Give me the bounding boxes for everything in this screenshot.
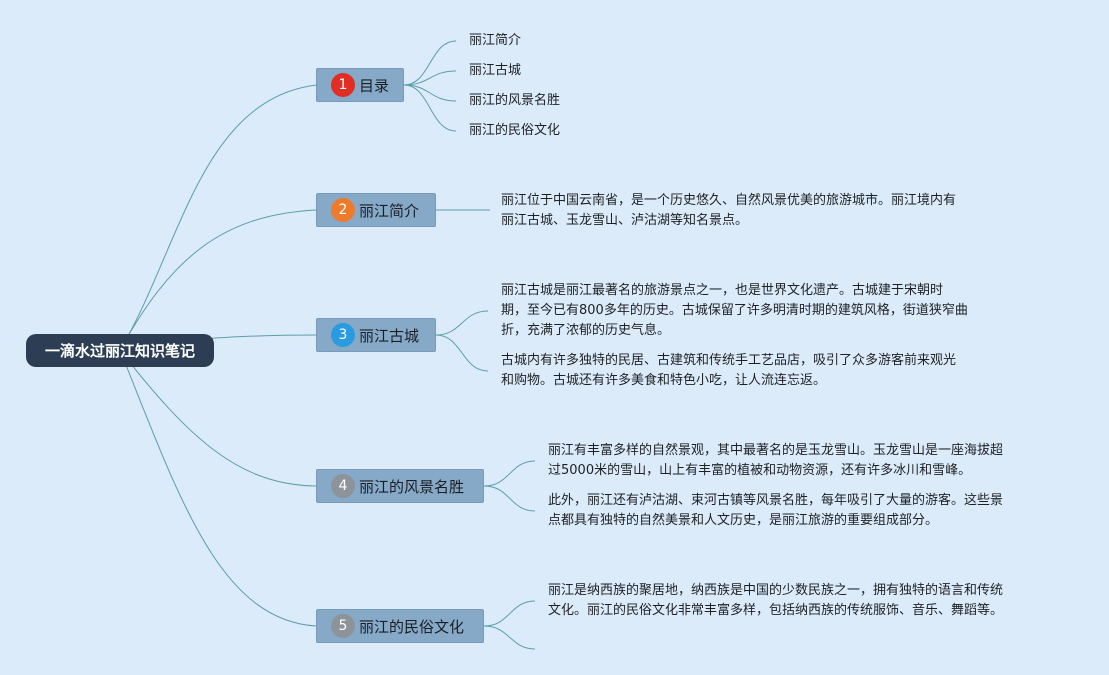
- branch-toc-label: 目录: [359, 76, 390, 95]
- toc-item-folk-culture[interactable]: 丽江的民俗文化: [469, 123, 561, 138]
- link-b5-p1: [483, 600, 536, 627]
- link-b1-l1: [403, 40, 457, 86]
- old-town-p2-line-1: 古城内有许多独特的民居、古建筑和传统手工艺品店，吸引了众多游客前来观光: [501, 353, 957, 368]
- branch-toc[interactable]: 1 目录: [316, 68, 404, 102]
- branch-folk-culture-label: 丽江的民俗文化: [359, 617, 465, 636]
- link-b3-p2: [435, 334, 489, 372]
- old-town-p1-line-3: 折，充满了浓郁的历史气息。: [501, 323, 671, 338]
- toc-item-intro[interactable]: 丽江简介: [469, 33, 522, 48]
- old-town-paragraph-1[interactable]: 丽江古城是丽江最著名的旅游景点之一，也是世界文化遗产。古城建于宋朝时 期，至今已…: [501, 281, 968, 341]
- branch-intro-label: 丽江简介: [359, 201, 420, 220]
- old-town-p2-line-2: 和购物。古城还有许多美食和特色小吃，让人流连忘返。: [501, 373, 827, 388]
- link-b4-p1: [483, 460, 536, 487]
- toc-item-scenery[interactable]: 丽江的风景名胜: [469, 93, 561, 108]
- number-badge-4: 4: [331, 474, 355, 498]
- scenery-p2-line-1: 此外，丽江还有泸沽湖、束河古镇等风景名胜，每年吸引了大量的游客。这些景: [548, 493, 1004, 508]
- link-root-b1: [119, 84, 317, 351]
- scenery-paragraph-2[interactable]: 此外，丽江还有泸沽湖、束河古镇等风景名胜，每年吸引了大量的游客。这些景 点都具有…: [548, 491, 1003, 531]
- link-b1-l4: [403, 84, 457, 132]
- link-b4-p2: [483, 485, 536, 512]
- number-badge-1: 1: [331, 73, 355, 97]
- link-b1-l2: [403, 70, 457, 86]
- intro-line-1: 丽江位于中国云南省，是一个历史悠久、自然风景优美的旅游城市。丽江境内有: [501, 193, 957, 208]
- branch-old-town-label: 丽江古城: [359, 326, 420, 345]
- number-badge-3: 3: [331, 323, 355, 347]
- branch-folk-culture[interactable]: 5 丽江的民俗文化: [316, 609, 484, 643]
- folk-culture-line-1: 丽江是纳西族的聚居地，纳西族是中国的少数民族之一，拥有独特的语言和传统: [548, 583, 1004, 598]
- intro-line-2: 丽江古城、玉龙雪山、泸沽湖等知名景点。: [501, 213, 749, 228]
- old-town-p1-line-1: 丽江古城是丽江最著名的旅游景点之一，也是世界文化遗产。古城建于宋朝时: [501, 283, 944, 298]
- branch-intro[interactable]: 2 丽江简介: [316, 193, 436, 227]
- scenery-p1-line-2: 过5000米的雪山，山上有丰富的植被和动物资源，还有许多冰川和雪峰。: [548, 463, 972, 478]
- folk-culture-line-2: 文化。丽江的民俗文化非常丰富多样，包括纳西族的传统服饰、音乐、舞蹈等。: [548, 603, 1004, 618]
- intro-paragraph[interactable]: 丽江位于中国云南省，是一个历史悠久、自然风景优美的旅游城市。丽江境内有 丽江古城…: [501, 191, 956, 231]
- branch-scenery-label: 丽江的风景名胜: [359, 477, 465, 496]
- old-town-p1-line-2: 期，至今已有800多年的历史。古城保留了许多明清时期的建筑风格，街道狭窄曲: [501, 303, 968, 318]
- root-topic[interactable]: 一滴水过丽江知识笔记: [26, 334, 214, 367]
- link-root-b4: [119, 349, 317, 487]
- link-b5-p2: [483, 625, 536, 650]
- scenery-p2-line-2: 点都具有独特的自然美景和人文历史，是丽江旅游的重要组成部分。: [548, 513, 939, 528]
- branch-scenery[interactable]: 4 丽江的风景名胜: [316, 469, 484, 503]
- branch-old-town[interactable]: 3 丽江古城: [316, 318, 436, 352]
- link-root-b5: [119, 349, 317, 627]
- link-root-b2: [119, 209, 317, 351]
- link-b3-p1: [435, 310, 489, 336]
- scenery-paragraph-1[interactable]: 丽江有丰富多样的自然景观，其中最著名的是玉龙雪山。玉龙雪山是一座海拔超 过500…: [548, 441, 1003, 481]
- link-b1-l3: [403, 84, 457, 102]
- folk-culture-paragraph[interactable]: 丽江是纳西族的聚居地，纳西族是中国的少数民族之一，拥有独特的语言和传统 文化。丽…: [548, 581, 1003, 621]
- toc-item-old-town[interactable]: 丽江古城: [469, 63, 522, 78]
- old-town-paragraph-2[interactable]: 古城内有许多独特的民居、古建筑和传统手工艺品店，吸引了众多游客前来观光 和购物。…: [501, 351, 956, 391]
- number-badge-2: 2: [331, 198, 355, 222]
- number-badge-5: 5: [331, 614, 355, 638]
- root-topic-label: 一滴水过丽江知识笔记: [44, 342, 195, 360]
- scenery-p1-line-1: 丽江有丰富多样的自然景观，其中最著名的是玉龙雪山。玉龙雪山是一座海拔超: [548, 443, 1004, 458]
